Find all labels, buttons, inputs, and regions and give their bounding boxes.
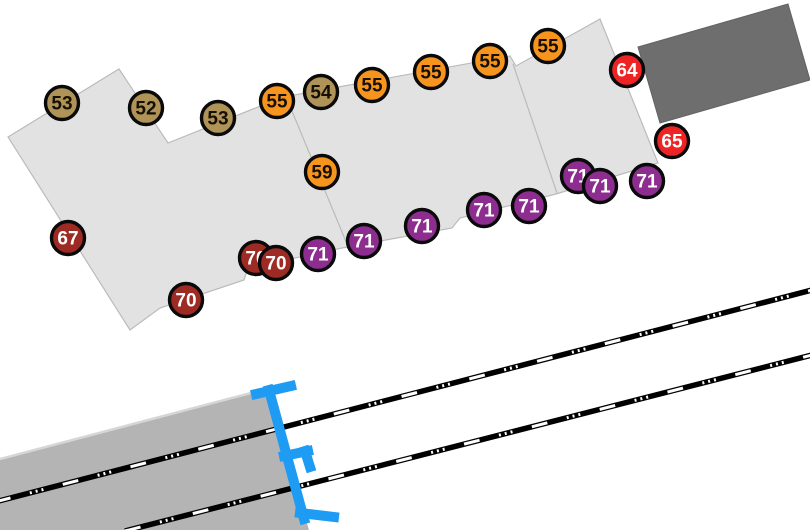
noise-marker-circle[interactable] (258, 82, 296, 120)
noise-marker-circle[interactable] (345, 222, 383, 260)
noise-marker[interactable]: 71 (465, 191, 503, 229)
noise-barrier-segment-5[interactable] (294, 507, 340, 523)
noise-marker-circle[interactable] (303, 153, 341, 191)
noise-marker[interactable]: 53 (199, 99, 237, 137)
noise-marker-circle[interactable] (127, 89, 165, 127)
noise-marker-circle[interactable] (403, 207, 441, 245)
noise-marker-circle[interactable] (49, 219, 87, 257)
noise-marker[interactable]: 55 (353, 66, 391, 104)
noise-marker-circle[interactable] (465, 191, 503, 229)
noise-marker[interactable]: 71 (299, 235, 337, 273)
industrial-building[interactable] (637, 3, 810, 124)
noise-marker[interactable]: 71 (345, 222, 383, 260)
noise-marker[interactable]: 71 (628, 162, 666, 200)
noise-marker[interactable]: 70 (167, 281, 205, 319)
noise-marker-circle[interactable] (43, 84, 81, 122)
noise-marker-circle[interactable] (257, 244, 295, 282)
railway-track-1-dashes (0, 288, 810, 503)
noise-marker[interactable]: 55 (412, 53, 450, 91)
noise-marker[interactable]: 53 (43, 84, 81, 122)
noise-marker-circle[interactable] (299, 235, 337, 273)
noise-marker-circle[interactable] (529, 27, 567, 65)
noise-marker[interactable]: 55 (529, 27, 567, 65)
noise-marker-circle[interactable] (628, 162, 666, 200)
railway-track-2-dashes (124, 353, 810, 530)
noise-marker[interactable]: 67 (49, 219, 87, 257)
noise-marker-circle[interactable] (510, 187, 548, 225)
noise-marker[interactable]: 64 (608, 51, 646, 89)
noise-marker[interactable]: 54 (302, 73, 340, 111)
rail-corridor-edge (0, 387, 267, 461)
noise-marker[interactable]: 59 (303, 153, 341, 191)
building-internal-wall-2 (512, 63, 558, 194)
noise-marker-circle[interactable] (581, 167, 619, 205)
noise-marker[interactable]: 55 (258, 82, 296, 120)
noise-marker-circle[interactable] (471, 42, 509, 80)
noise-marker-circle[interactable] (412, 53, 450, 91)
noise-marker[interactable]: 65 (653, 122, 691, 160)
noise-marker[interactable]: 70 (257, 244, 295, 282)
noise-marker-circle[interactable] (302, 73, 340, 111)
noise-marker[interactable]: 71 (581, 167, 619, 205)
noise-marker-circle[interactable] (353, 66, 391, 104)
noise-marker[interactable]: 52 (127, 89, 165, 127)
noise-marker-circle[interactable] (199, 99, 237, 137)
noise-marker-circle[interactable] (608, 51, 646, 89)
noise-marker[interactable]: 55 (471, 42, 509, 80)
noise-barrier-segment-4[interactable] (298, 444, 317, 474)
noise-marker-circle[interactable] (167, 281, 205, 319)
noise-marker[interactable]: 71 (403, 207, 441, 245)
noise-marker[interactable]: 71 (510, 187, 548, 225)
noise-marker-circle[interactable] (653, 122, 691, 160)
